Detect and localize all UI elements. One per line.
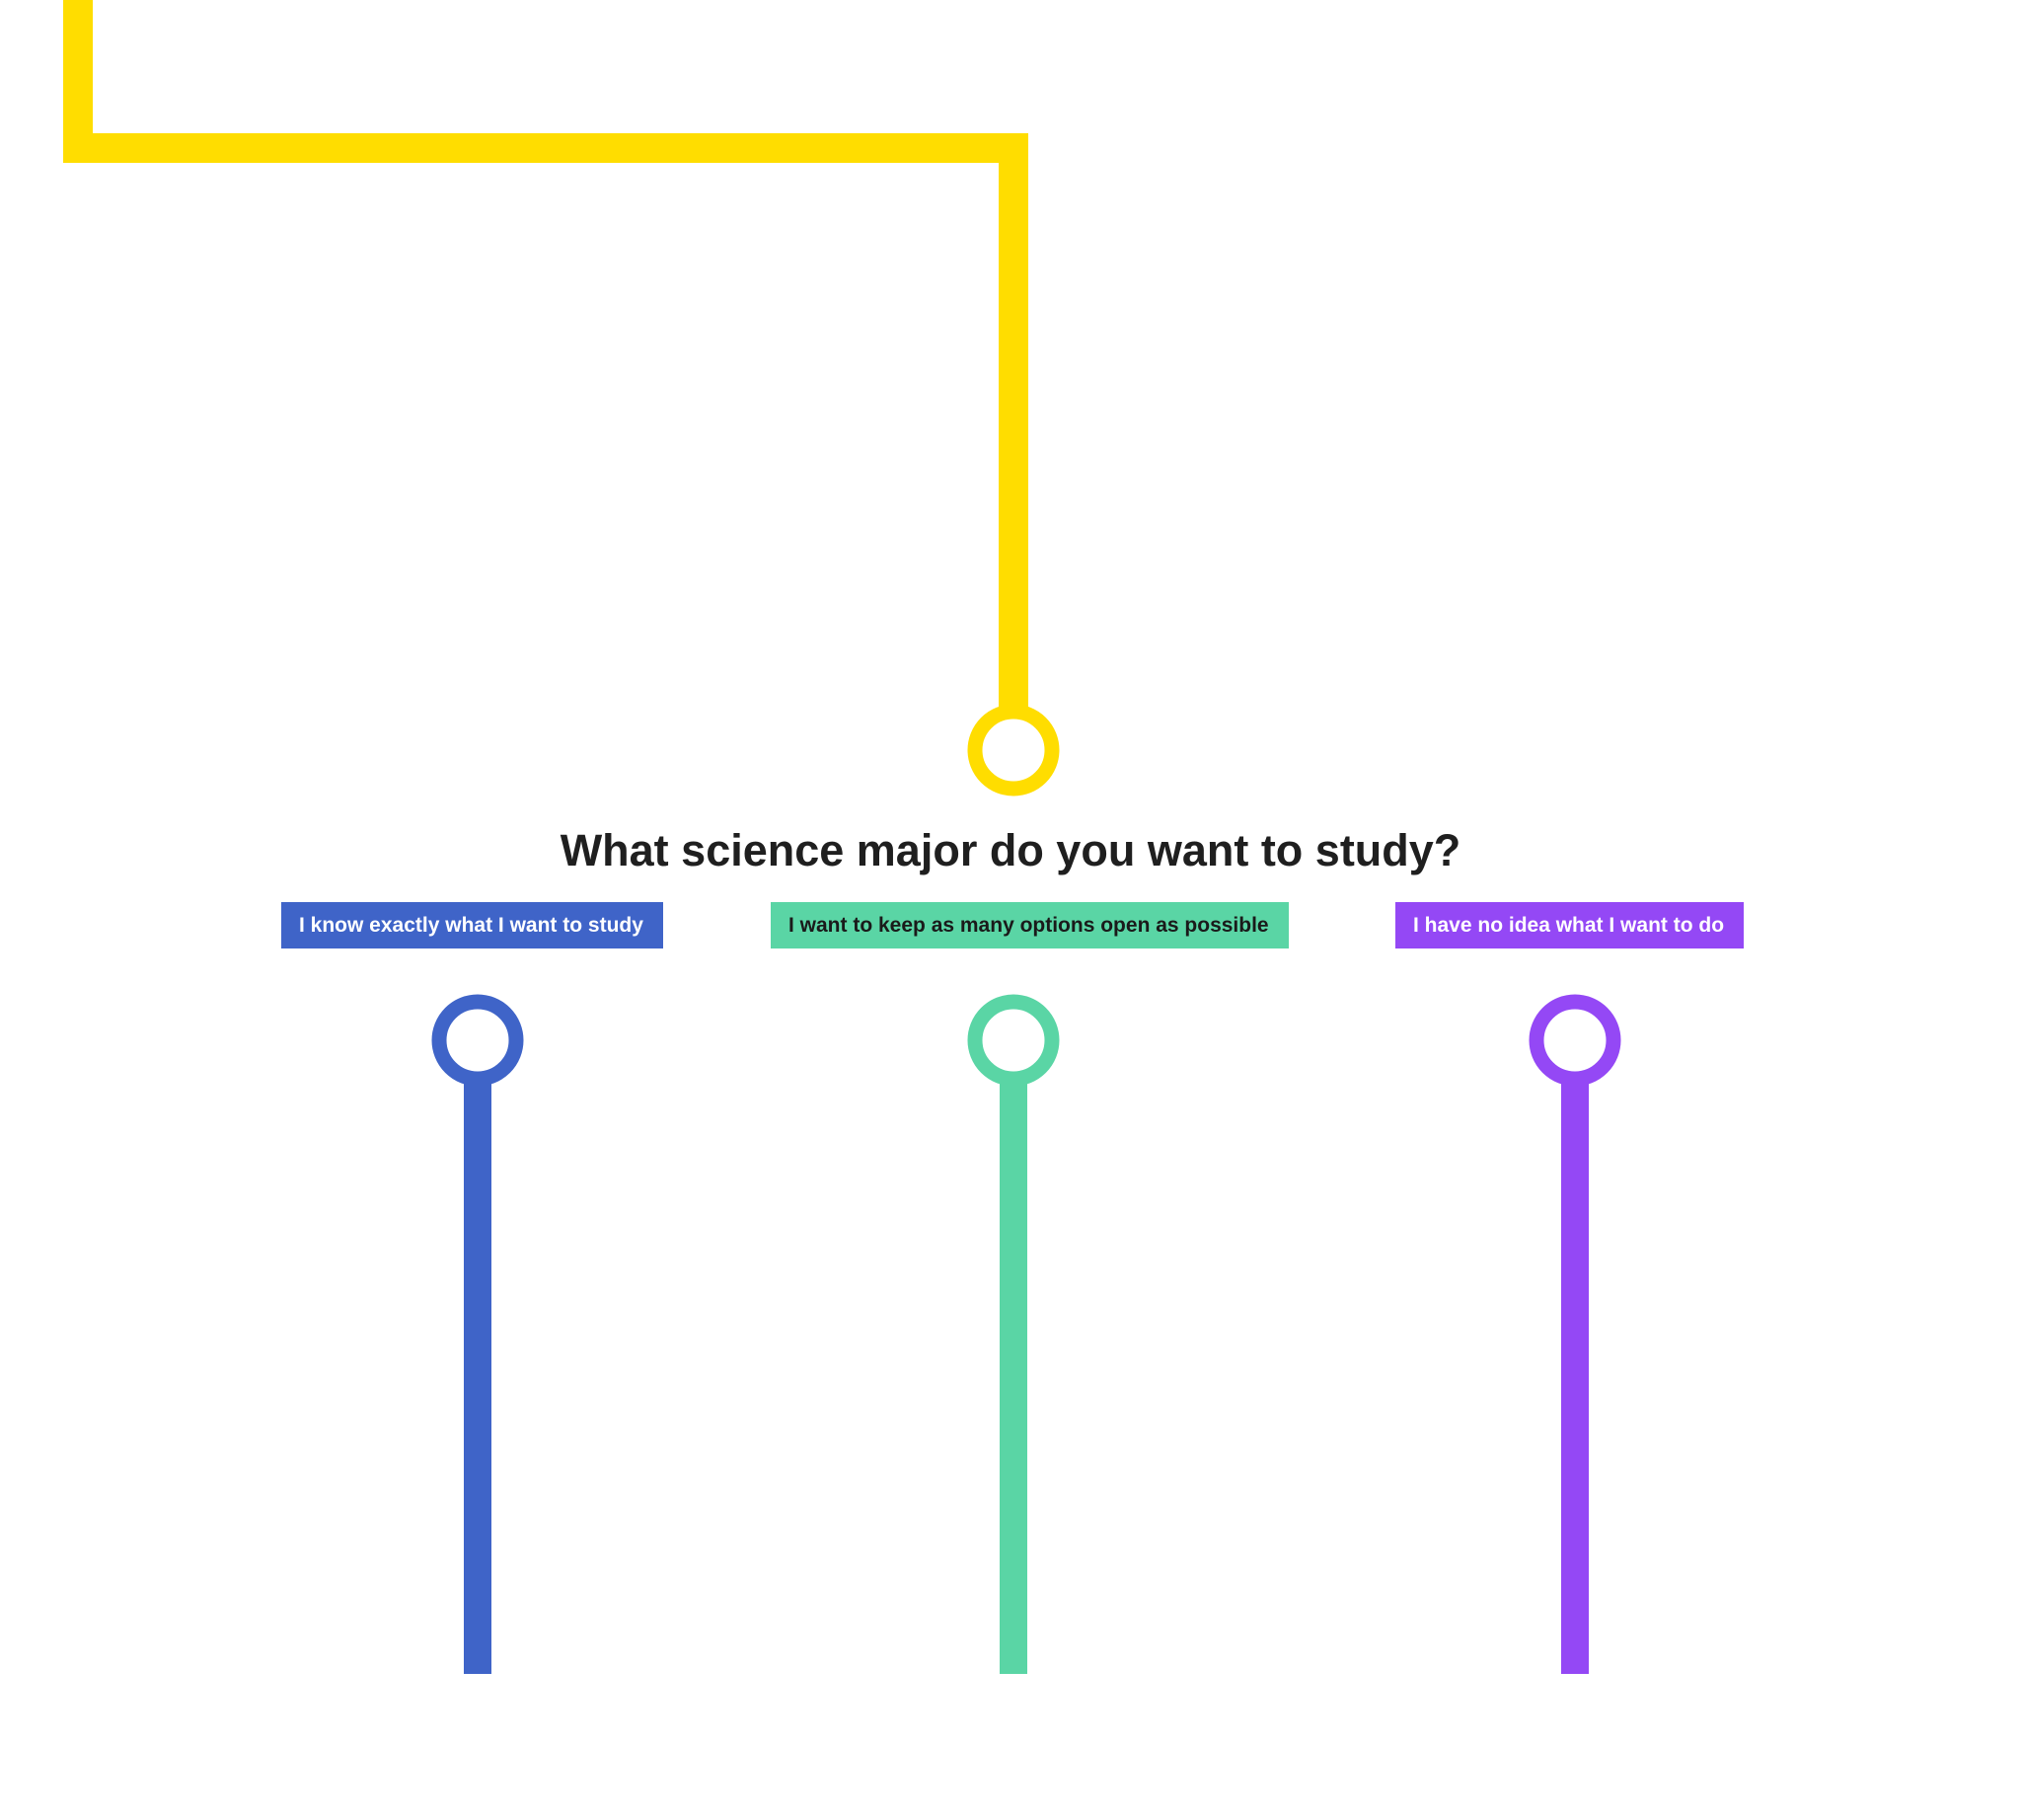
entry-path-line	[63, 0, 1028, 709]
option-2-node-circle	[967, 994, 1060, 1087]
option-1-node-circle	[431, 994, 524, 1087]
question-title: What science major do you want to study?	[560, 825, 1461, 875]
option-no-idea-button[interactable]: I have no idea what I want to do	[1395, 902, 1744, 948]
option-know-exactly-button[interactable]: I know exactly what I want to study	[281, 902, 663, 948]
option-keep-options-open-button[interactable]: I want to keep as many options open as p…	[771, 902, 1289, 948]
option-3-node-circle	[1529, 994, 1621, 1087]
entry-node-circle	[967, 704, 1060, 796]
